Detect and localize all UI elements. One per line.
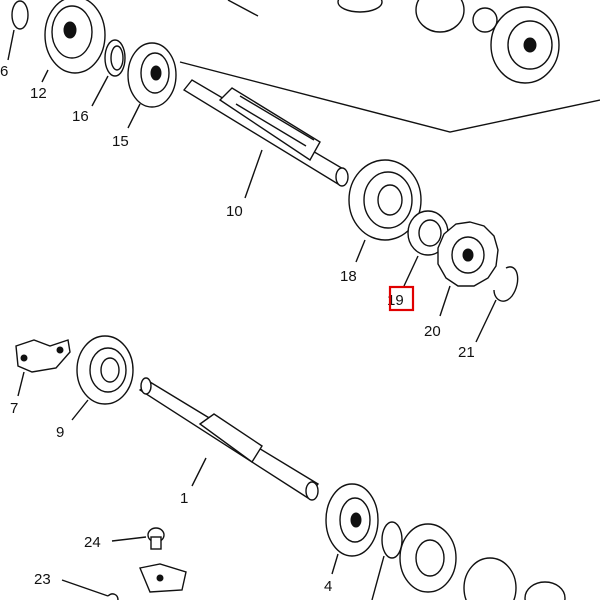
label-9: 9 (56, 424, 64, 441)
label-19: 19 (387, 292, 404, 309)
plate-23 (61, 563, 187, 601)
label-16: 16 (72, 108, 89, 125)
label-24: 24 (84, 534, 101, 551)
bearing-9 (71, 335, 134, 421)
shaft-10 (182, 79, 349, 199)
label-6: 6 (0, 63, 8, 80)
label-18: 18 (340, 268, 357, 285)
label-1: 1 (180, 490, 188, 507)
label-15: 15 (112, 133, 129, 150)
gear-cluster-top-right (337, 0, 560, 84)
label-4: 4 (324, 578, 332, 595)
label-7: 7 (10, 400, 18, 417)
bracket-7 (15, 339, 71, 397)
label-23: 23 (34, 571, 51, 588)
bearing-18 (348, 159, 422, 263)
gear-15 (127, 42, 177, 129)
label-12: 12 (30, 85, 47, 102)
washer-16 (91, 39, 126, 107)
gear-cluster-bottom-right (371, 521, 566, 605)
inset-frame (179, 0, 600, 133)
bolt-24 (111, 527, 165, 550)
label-21: 21 (458, 344, 475, 361)
label-20: 20 (424, 323, 441, 340)
ring-6 (7, 0, 29, 61)
highlight-box (388, 285, 415, 312)
gear-12 (44, 0, 106, 74)
gear-4 (325, 483, 379, 575)
circlip-21 (475, 266, 519, 343)
label-10: 10 (226, 203, 243, 220)
shaft-1 (138, 377, 320, 501)
sprocket-20 (437, 221, 499, 317)
